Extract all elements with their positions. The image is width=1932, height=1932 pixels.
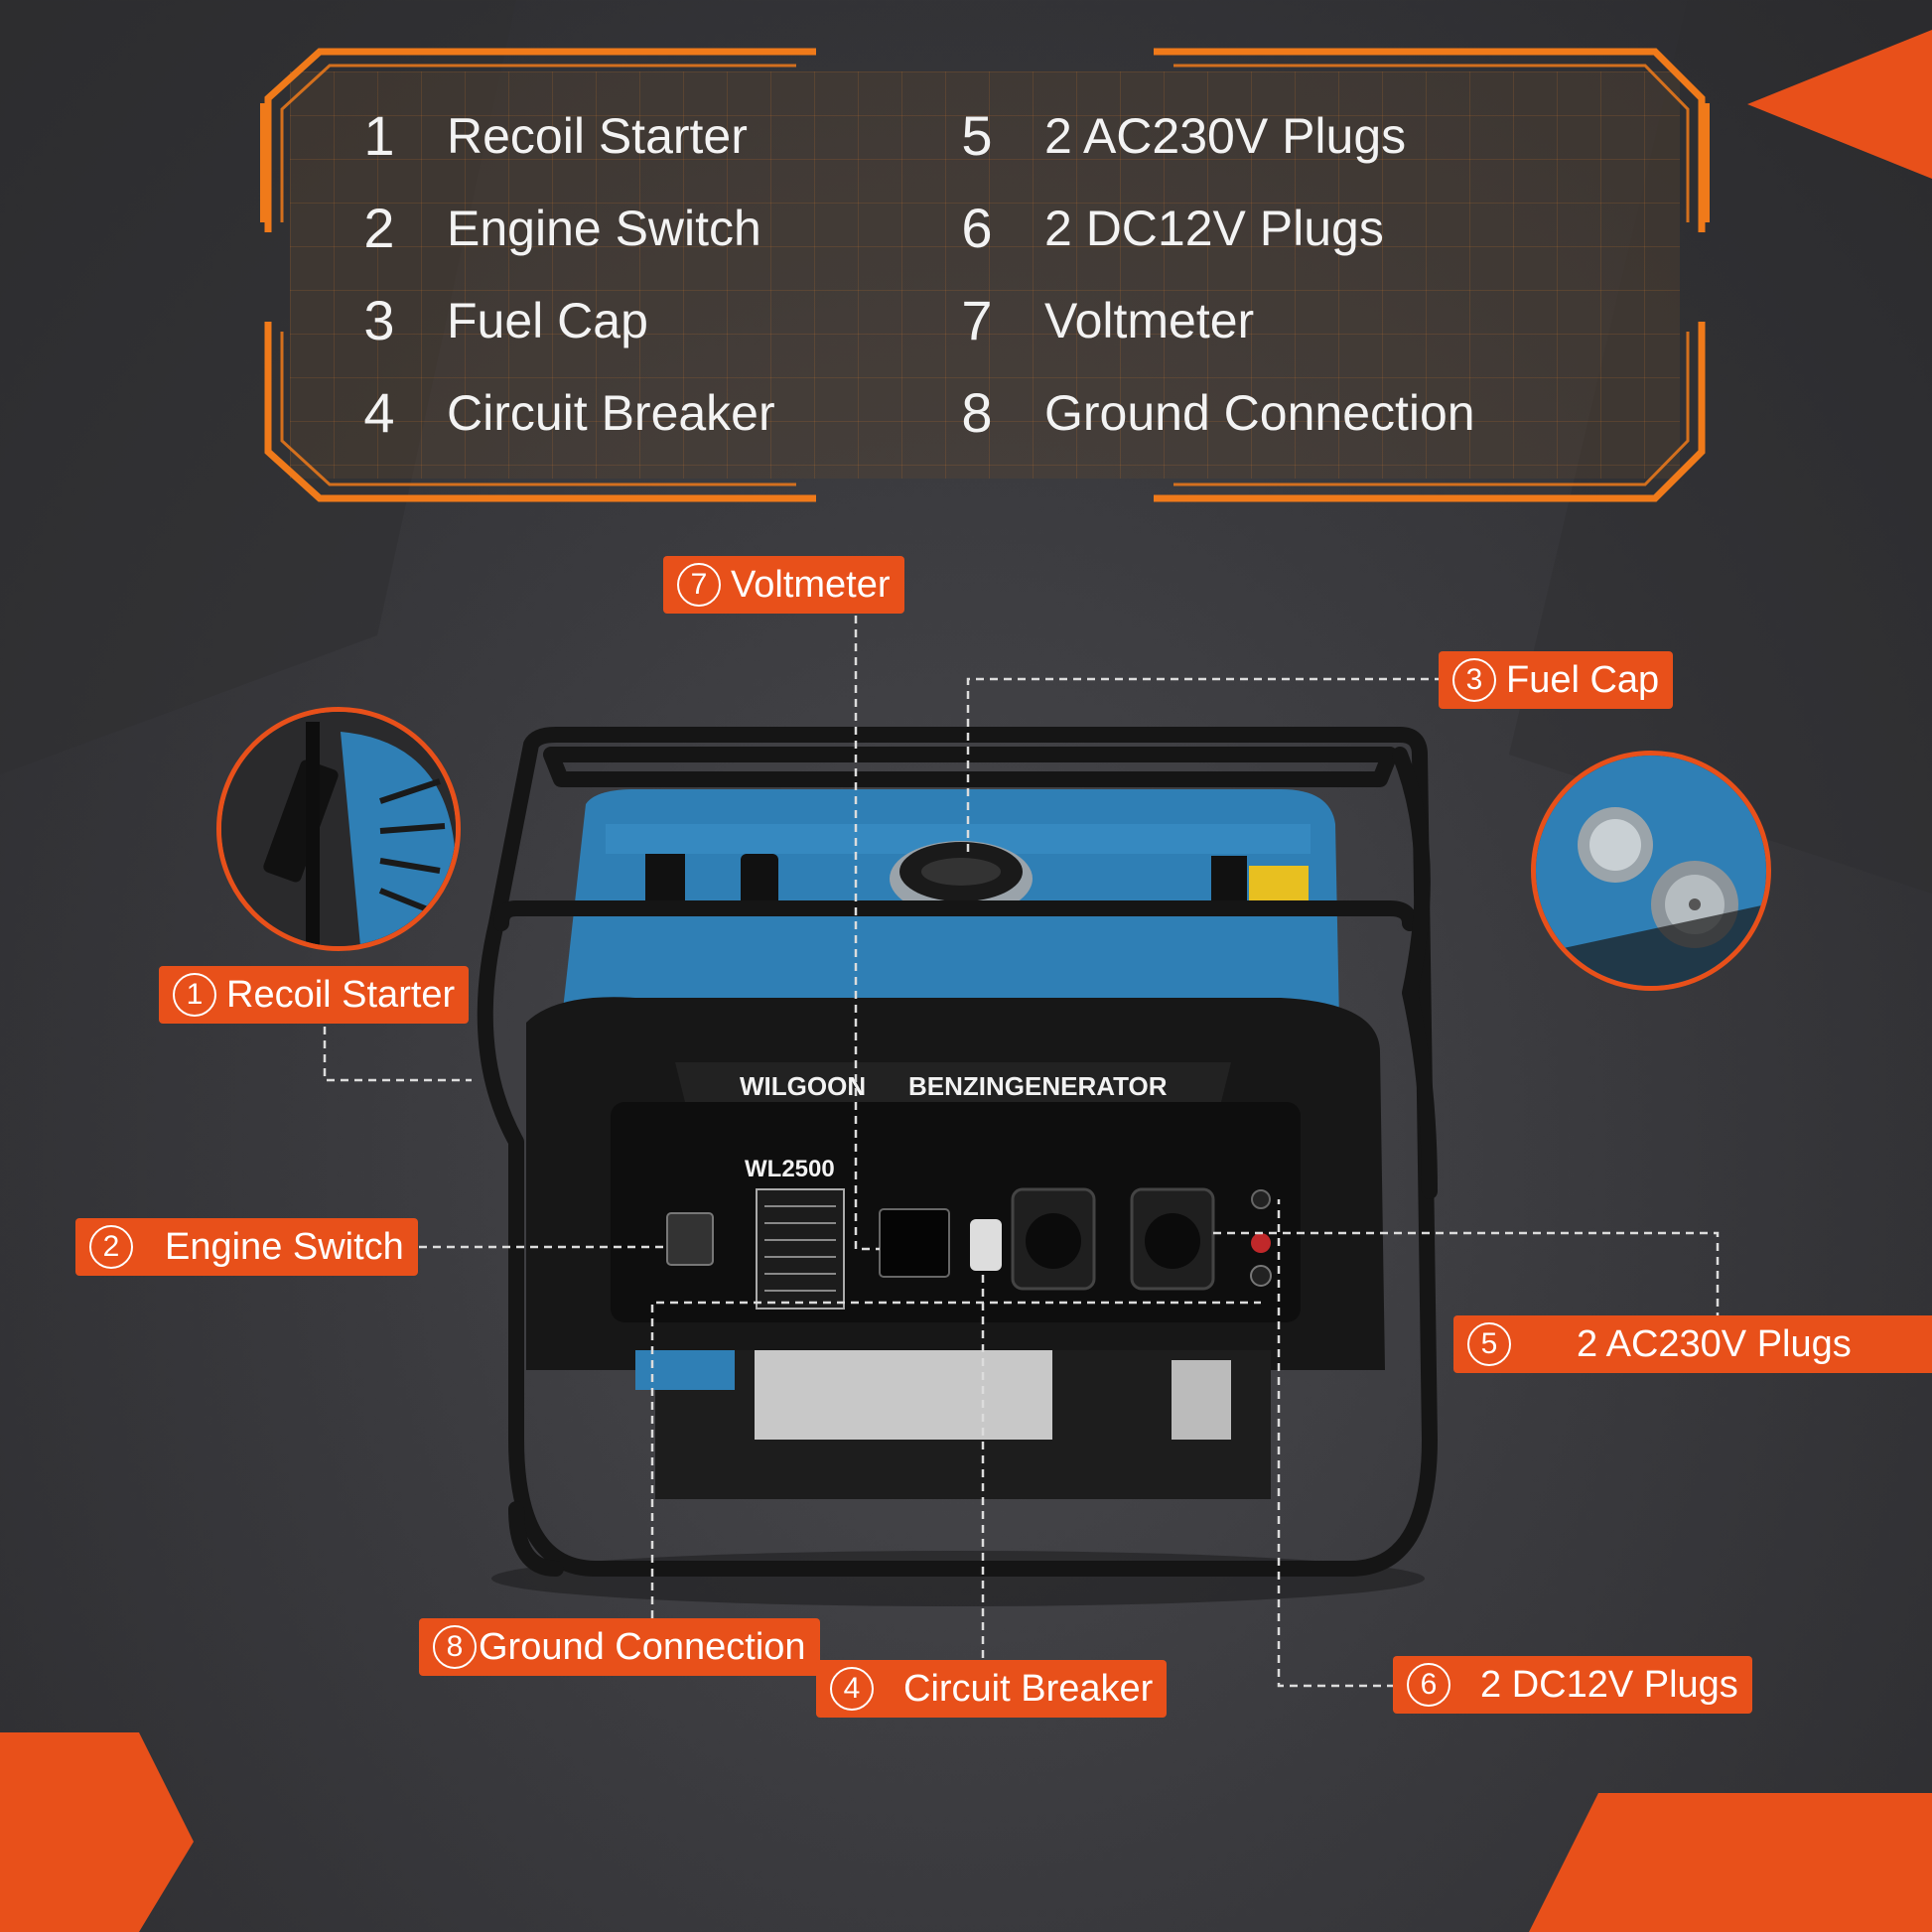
callout-number: 6	[1407, 1663, 1450, 1707]
legend-item-voltmeter: 7 Voltmeter	[937, 288, 1254, 352]
callout-ground-connection: 8 Ground Connection	[419, 1618, 820, 1676]
model-label: WL2500	[745, 1156, 835, 1182]
product-type-label: BENZINGENERATOR	[908, 1071, 1168, 1101]
recoil-starter-zoom	[216, 707, 461, 951]
legend-number: 3	[363, 289, 395, 351]
legend-item-circuit-breaker: 4 Circuit Breaker	[340, 380, 775, 445]
legend-number: 7	[961, 289, 993, 351]
callout-label: Voltmeter	[731, 563, 891, 606]
callout-number: 3	[1452, 658, 1496, 702]
orange-corner-bottom-right	[1529, 1793, 1932, 1932]
legend-label: 2 DC12V Plugs	[1044, 200, 1384, 256]
legend-item-dc-plugs: 6 2 DC12V Plugs	[937, 196, 1384, 260]
orange-corner-top-right	[1747, 30, 1932, 179]
callout-dc-plugs: 6 2 DC12V Plugs	[1393, 1656, 1752, 1714]
legend-item-engine-switch: 2 Engine Switch	[340, 196, 761, 260]
orange-corner-bottom-left	[0, 1732, 194, 1932]
legend-label: Ground Connection	[1044, 384, 1475, 441]
callout-label: Recoil Starter	[226, 973, 456, 1016]
spec-plate	[756, 1188, 845, 1310]
callout-engine-switch: 2 Engine Switch	[75, 1218, 418, 1276]
legend-number: 2	[363, 197, 395, 259]
callout-number: 1	[173, 973, 216, 1017]
legend-label: Voltmeter	[1044, 292, 1255, 348]
circuit-breaker	[970, 1219, 1002, 1271]
legend-item-fuel-cap: 3 Fuel Cap	[340, 288, 648, 352]
legend-panel: 1 Recoil Starter 2 Engine Switch 3 Fuel …	[260, 44, 1710, 506]
dc-terminal-red	[1251, 1233, 1271, 1253]
legend-label: 2 AC230V Plugs	[1044, 107, 1407, 164]
callout-fuel-cap: 3 Fuel Cap	[1439, 651, 1674, 709]
legend-grid	[290, 71, 1680, 479]
callout-label: 2 AC230V Plugs	[1577, 1322, 1852, 1365]
legend-frame	[260, 48, 1710, 502]
callout-label: 2 DC12V Plugs	[1480, 1663, 1738, 1706]
callout-label: Ground Connection	[479, 1625, 806, 1668]
callout-ac-plugs: 5 2 AC230V Plugs	[1453, 1315, 1932, 1373]
legend-label: Circuit Breaker	[447, 384, 775, 441]
callout-number: 8	[433, 1625, 477, 1669]
fuel-cap-zoom	[1531, 751, 1771, 991]
legend-item-recoil-starter: 1 Recoil Starter	[340, 103, 748, 168]
engine-switch	[666, 1212, 714, 1266]
callout-number: 2	[89, 1225, 133, 1269]
legend-label: Recoil Starter	[447, 107, 748, 164]
callout-number: 5	[1467, 1322, 1511, 1366]
legend-label: Engine Switch	[447, 200, 761, 256]
dc-terminal-black	[1250, 1265, 1272, 1287]
legend-number: 5	[961, 104, 993, 167]
callout-voltmeter: 7 Voltmeter	[663, 556, 904, 614]
tubular-frame	[477, 727, 1438, 1577]
legend-number: 6	[961, 197, 993, 259]
leader-lines	[323, 616, 1720, 1688]
callout-number: 7	[677, 563, 721, 607]
callout-label: Circuit Breaker	[903, 1667, 1154, 1710]
callout-label: Engine Switch	[165, 1225, 404, 1268]
callout-number: 4	[830, 1667, 874, 1711]
brand-label: WILGOON	[740, 1071, 866, 1101]
legend-number: 4	[363, 381, 395, 444]
legend-item-ac-plugs: 5 2 AC230V Plugs	[937, 103, 1406, 168]
callout-label: Fuel Cap	[1506, 658, 1660, 701]
callout-recoil-starter: 1 Recoil Starter	[159, 966, 470, 1024]
voltmeter	[879, 1208, 950, 1278]
legend-number: 8	[961, 381, 993, 444]
legend-number: 1	[363, 104, 395, 167]
callout-circuit-breaker: 4 Circuit Breaker	[816, 1660, 1168, 1718]
legend-item-ground-connection: 8 Ground Connection	[937, 380, 1475, 445]
legend-label: Fuel Cap	[447, 292, 648, 348]
